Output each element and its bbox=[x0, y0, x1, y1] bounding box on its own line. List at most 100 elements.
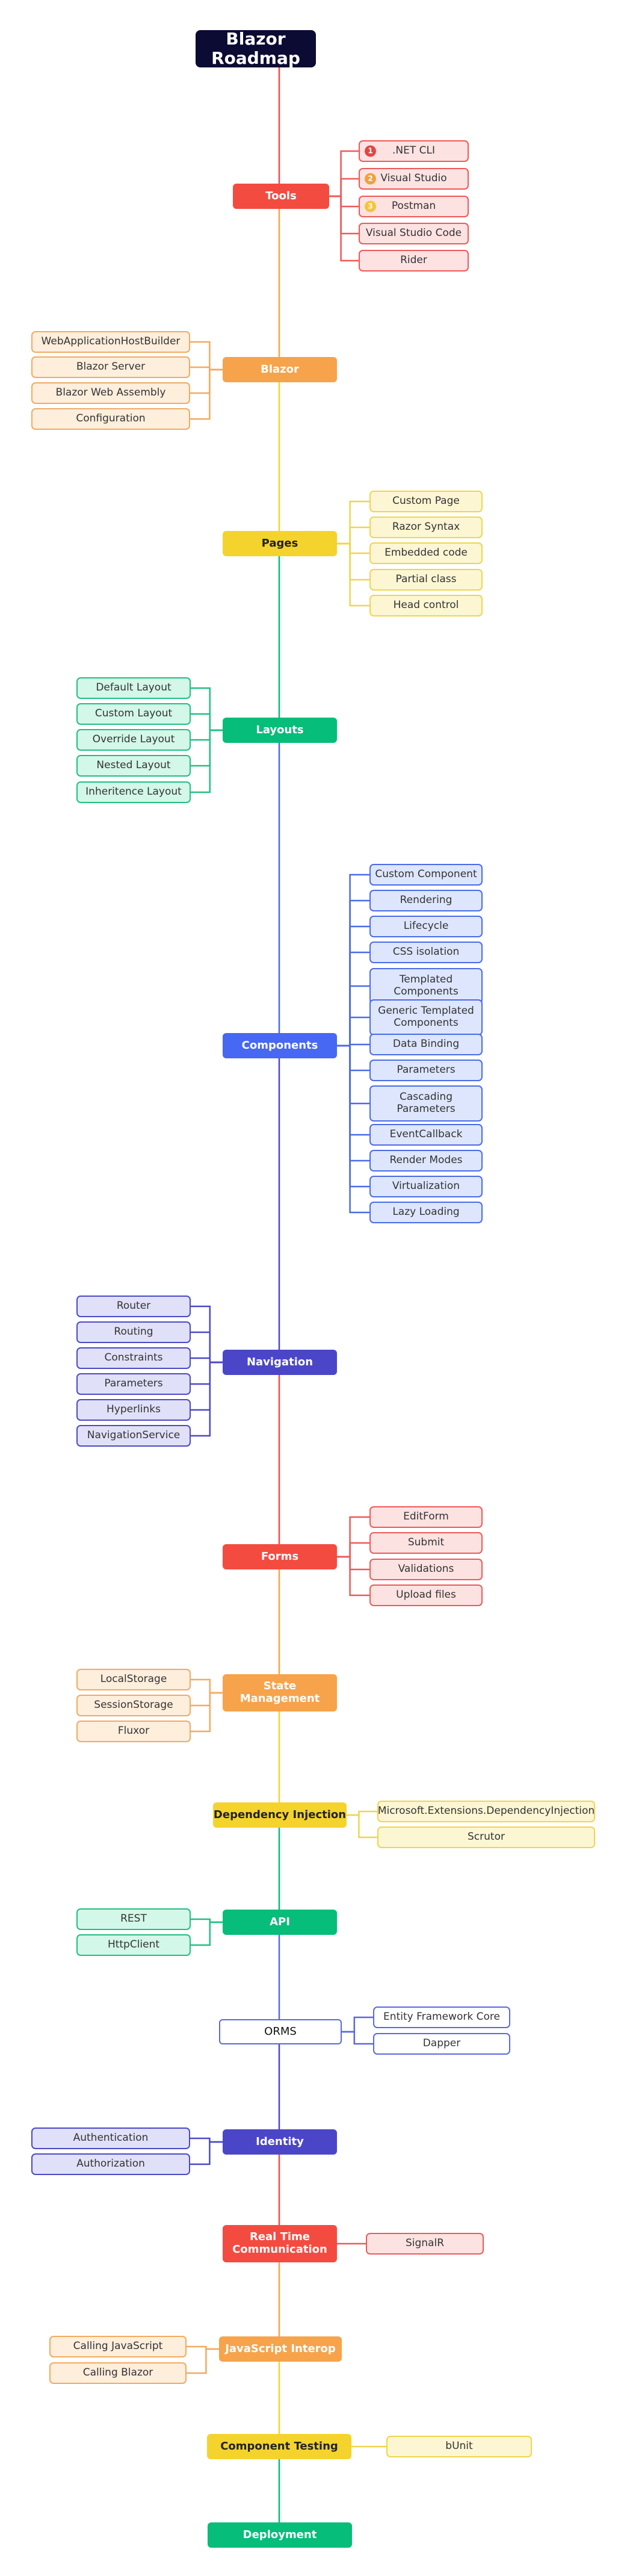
subtopic-components-rendering[interactable]: Rendering bbox=[369, 890, 483, 911]
priority-badge-icon: 2 bbox=[365, 173, 376, 185]
subtopic-orms-entity-framework-core[interactable]: Entity Framework Core bbox=[373, 2006, 510, 2028]
subtopic-label: Head control bbox=[393, 599, 459, 612]
connector-jsinterop-1 bbox=[187, 2348, 219, 2374]
subtopic-label: Default Layout bbox=[96, 681, 171, 694]
subtopic-label: Authentication bbox=[73, 2132, 149, 2144]
subtopic-realtime-signalr[interactable]: SignalR bbox=[366, 2233, 484, 2255]
topic-navigation[interactable]: Navigation bbox=[223, 1350, 337, 1375]
subtopic-layouts-custom-layout[interactable]: Custom Layout bbox=[76, 703, 191, 725]
subtopic-components-render-modes[interactable]: Render Modes bbox=[369, 1150, 483, 1172]
subtopic-label: Validations bbox=[398, 1563, 454, 1575]
subtopic-pages-custom-page[interactable]: Custom Page bbox=[369, 491, 483, 512]
connector-identity-1 bbox=[190, 2141, 223, 2165]
subtopic-navigation-navigationservice[interactable]: NavigationService bbox=[76, 1425, 191, 1447]
subtopic-label: Routing bbox=[114, 1326, 153, 1338]
topic-state[interactable]: State Management bbox=[223, 1674, 337, 1712]
subtopic-components-lifecycle[interactable]: Lifecycle bbox=[369, 916, 483, 937]
subtopic-navigation-routing[interactable]: Routing bbox=[76, 1321, 191, 1343]
subtopic-testing-bunit[interactable]: bUnit bbox=[386, 2436, 532, 2457]
subtopic-navigation-parameters[interactable]: Parameters bbox=[76, 1373, 191, 1395]
subtopic-components-generic-templated-components[interactable]: Generic Templated Components bbox=[369, 999, 483, 1035]
subtopic-pages-razor-syntax[interactable]: Razor Syntax bbox=[369, 517, 483, 538]
subtopic-state-sessionstorage[interactable]: SessionStorage bbox=[76, 1695, 191, 1716]
subtopic-label: Calling Blazor bbox=[82, 2367, 153, 2379]
topic-pages[interactable]: Pages bbox=[223, 531, 337, 556]
topic-testing[interactable]: Component Testing bbox=[207, 2434, 351, 2459]
subtopic-api-httpclient[interactable]: HttpClient bbox=[76, 1934, 191, 1956]
subtopic-blazor-configuration[interactable]: Configuration bbox=[31, 408, 190, 430]
topic-jsinterop[interactable]: JavaScript Interop bbox=[219, 2336, 342, 2362]
topic-deployment[interactable]: Deployment bbox=[208, 2522, 352, 2548]
subtopic-components-css-isolation[interactable]: CSS isolation bbox=[369, 942, 483, 963]
subtopic-components-parameters[interactable]: Parameters bbox=[369, 1060, 483, 1081]
subtopic-label: Scrutor bbox=[468, 1831, 505, 1843]
subtopic-orms-dapper[interactable]: Dapper bbox=[373, 2033, 510, 2055]
topic-api[interactable]: API bbox=[223, 1910, 337, 1935]
subtopic-label: Fluxor bbox=[117, 1725, 150, 1737]
topic-identity[interactable]: Identity bbox=[223, 2129, 337, 2155]
subtopic-label: SessionStorage bbox=[94, 1699, 173, 1712]
subtopic-identity-authorization[interactable]: Authorization bbox=[31, 2153, 190, 2175]
subtopic-label: Custom Page bbox=[392, 495, 460, 507]
subtopic-label: Parameters bbox=[104, 1377, 163, 1390]
subtopic-blazor-blazor-web-assembly[interactable]: Blazor Web Assembly bbox=[31, 382, 190, 404]
subtopic-pages-head-control[interactable]: Head control bbox=[369, 595, 483, 616]
subtopic-di-microsoft-extensions-dependencyinjection[interactable]: Microsoft.Extensions.DependencyInjection bbox=[377, 1801, 595, 1822]
subtopic-label: Nested Layout bbox=[96, 759, 171, 772]
subtopic-components-eventcallback[interactable]: EventCallback bbox=[369, 1124, 483, 1146]
subtopic-components-cascading-parameters[interactable]: Cascading Parameters bbox=[369, 1085, 483, 1122]
topic-di[interactable]: Dependency Injection bbox=[213, 1802, 347, 1828]
topic-orms[interactable]: ORMS bbox=[219, 2019, 342, 2044]
topic-forms[interactable]: Forms bbox=[223, 1544, 337, 1569]
subtopic-label: Razor Syntax bbox=[392, 521, 460, 533]
subtopic-blazor-blazor-server[interactable]: Blazor Server bbox=[31, 356, 190, 378]
subtopic-label: Visual Studio Code bbox=[365, 227, 462, 240]
subtopic-label: Microsoft.Extensions.DependencyInjection bbox=[377, 1805, 595, 1817]
subtopic-tools-visual-studio-code[interactable]: Visual Studio Code bbox=[359, 223, 469, 244]
subtopic-label: Postman bbox=[391, 200, 436, 213]
topic-tools[interactable]: Tools bbox=[233, 184, 329, 209]
subtopic-components-lazy-loading[interactable]: Lazy Loading bbox=[369, 1202, 483, 1223]
subtopic-label: Router bbox=[116, 1300, 151, 1312]
subtopic-label: HttpClient bbox=[107, 1938, 160, 1951]
subtopic-label: Cascading Parameters bbox=[397, 1091, 456, 1115]
subtopic-forms-upload-files[interactable]: Upload files bbox=[369, 1584, 483, 1606]
subtopic-layouts-override-layout[interactable]: Override Layout bbox=[76, 729, 191, 751]
subtopic-navigation-constraints[interactable]: Constraints bbox=[76, 1347, 191, 1369]
subtopic-forms-validations[interactable]: Validations bbox=[369, 1559, 483, 1580]
subtopic-navigation-hyperlinks[interactable]: Hyperlinks bbox=[76, 1399, 191, 1421]
subtopic-jsinterop-calling-blazor[interactable]: Calling Blazor bbox=[49, 2362, 187, 2384]
topic-layouts[interactable]: Layouts bbox=[223, 718, 337, 743]
subtopic-forms-submit[interactable]: Submit bbox=[369, 1532, 483, 1554]
subtopic-api-rest[interactable]: REST bbox=[76, 1908, 191, 1930]
subtopic-state-localstorage[interactable]: LocalStorage bbox=[76, 1669, 191, 1690]
subtopic-label: Data Binding bbox=[392, 1038, 460, 1051]
subtopic-label: SignalR bbox=[405, 2237, 445, 2250]
topic-realtime[interactable]: Real Time Communication bbox=[223, 2225, 337, 2262]
subtopic-state-fluxor[interactable]: Fluxor bbox=[76, 1721, 191, 1742]
subtopic-pages-partial-class[interactable]: Partial class bbox=[369, 569, 483, 591]
subtopic-blazor-webapplicationhostbuilder[interactable]: WebApplicationHostBuilder bbox=[31, 331, 190, 353]
subtopic-components-data-binding[interactable]: Data Binding bbox=[369, 1034, 483, 1055]
subtopic-label: Embedded code bbox=[385, 547, 468, 559]
subtopic-layouts-default-layout[interactable]: Default Layout bbox=[76, 677, 191, 699]
subtopic-navigation-router[interactable]: Router bbox=[76, 1296, 191, 1317]
subtopic-components-virtualization[interactable]: Virtualization bbox=[369, 1176, 483, 1197]
subtopic-layouts-nested-layout[interactable]: Nested Layout bbox=[76, 755, 191, 777]
topic-blazor[interactable]: Blazor bbox=[223, 357, 337, 382]
subtopic-pages-embedded-code[interactable]: Embedded code bbox=[369, 542, 483, 564]
subtopic-di-scrutor[interactable]: Scrutor bbox=[377, 1826, 595, 1848]
subtopic-tools-rider[interactable]: Rider bbox=[359, 250, 469, 272]
subtopic-identity-authentication[interactable]: Authentication bbox=[31, 2128, 190, 2149]
subtopic-jsinterop-calling-javascript[interactable]: Calling JavaScript bbox=[49, 2336, 187, 2357]
subtopic-label: Virtualization bbox=[392, 1180, 460, 1193]
subtopic-components-templated-components[interactable]: Templated Components bbox=[369, 968, 483, 1004]
subtopic-forms-editform[interactable]: EditForm bbox=[369, 1506, 483, 1528]
subtopic-components-custom-component[interactable]: Custom Component bbox=[369, 864, 483, 886]
subtopic-label: Override Layout bbox=[92, 733, 175, 746]
subtopic-layouts-inheritence-layout[interactable]: Inheritence Layout bbox=[76, 781, 191, 803]
topic-components[interactable]: Components bbox=[223, 1033, 337, 1058]
